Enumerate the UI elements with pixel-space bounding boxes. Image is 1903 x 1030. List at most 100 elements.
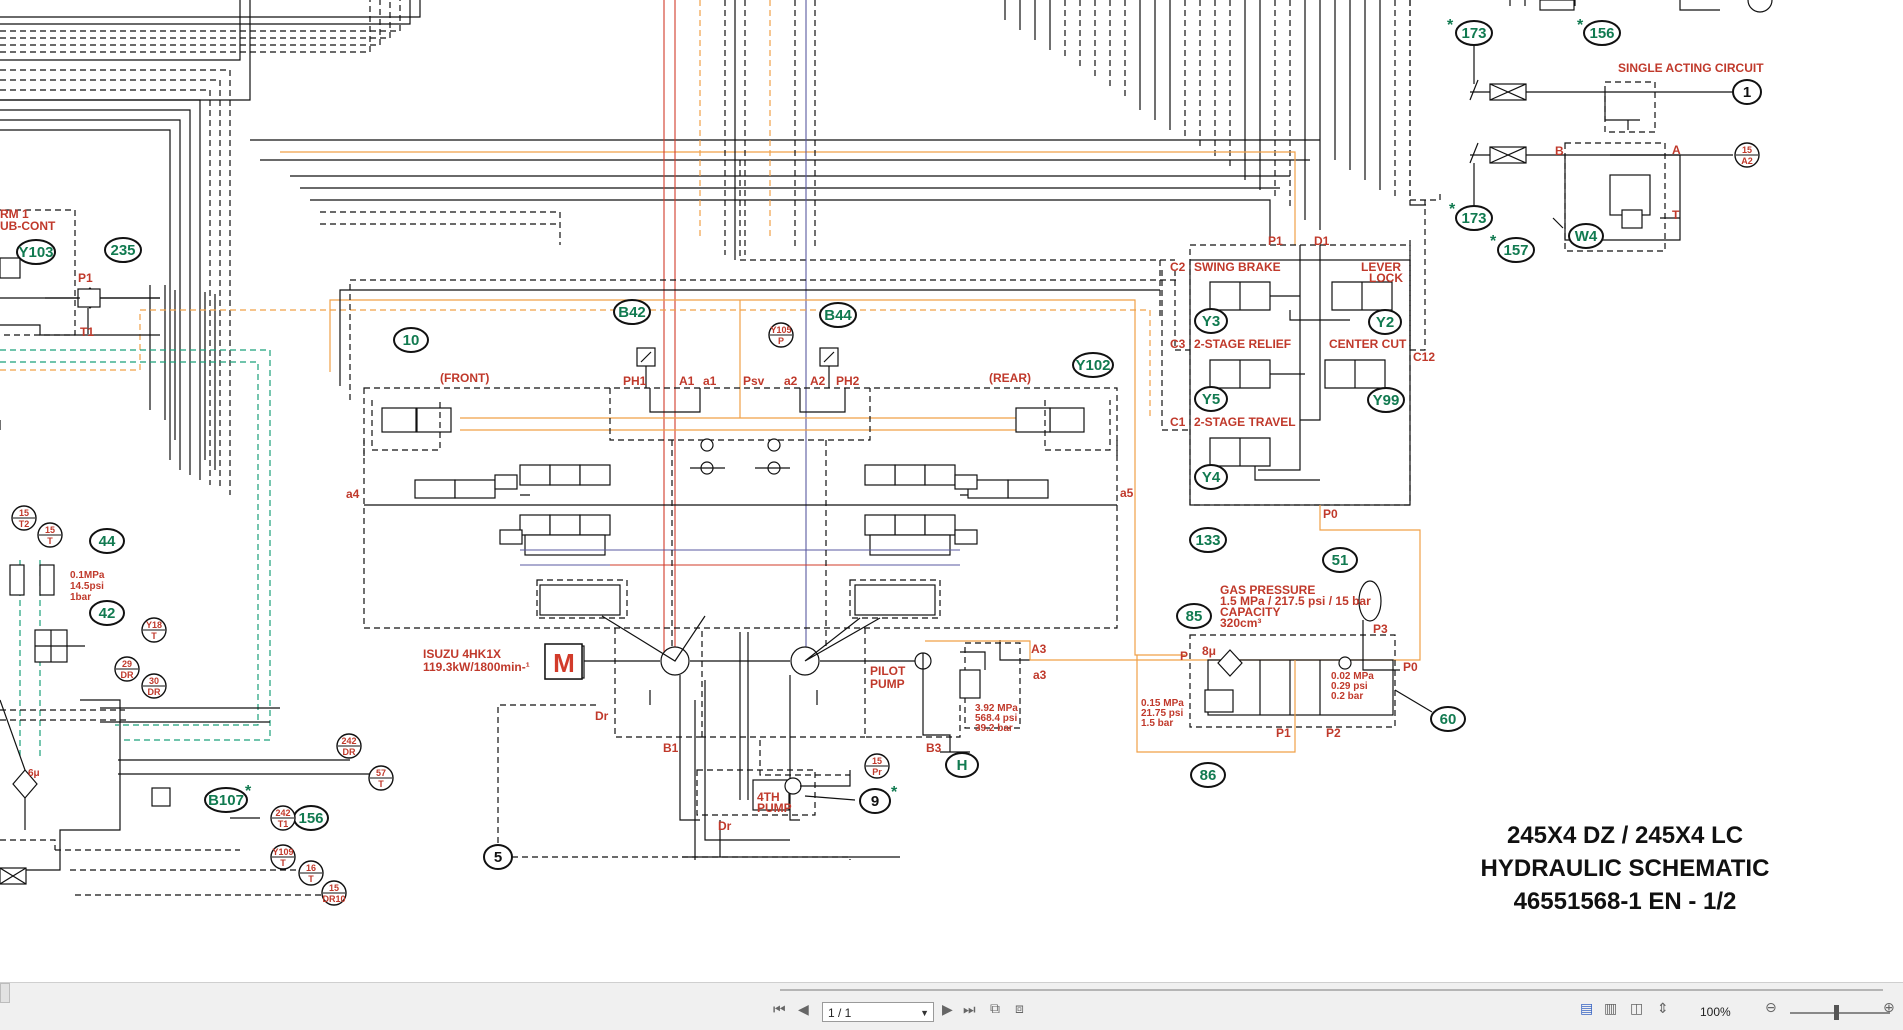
reference-bubble-bY99: Y99 [1368,388,1404,412]
last-page-icon[interactable]: ⏭ [963,1002,976,1018]
label-l-t1: T1 [80,325,94,339]
label-l-pilot: PILOT [870,664,906,678]
reference-top: 15 [1742,145,1752,155]
reference-bubble-b60: 60 [1431,707,1465,731]
label-l-a1s: a1 [703,374,717,388]
bubble-label: 42 [99,605,116,622]
reference-top: 15 [19,508,29,518]
reference-top: 242 [341,736,356,746]
prev-page-icon[interactable]: ◀ [798,1002,809,1018]
label-l-single: SINGLE ACTING CIRCUIT [1618,61,1764,75]
bubble-label: Y5 [1202,391,1220,408]
line-reference-r15A2: 15A2 [1735,143,1759,167]
reference-bottom: P [778,336,784,346]
zoom-slider[interactable] [1790,1012,1890,1014]
reference-bubble-b51: 51 [1323,548,1357,572]
engine-motor-label: M [553,648,575,678]
label-l-c2: C2 [1170,260,1186,274]
reference-bubble-bY3: Y3 [1195,309,1227,333]
zoom-in-icon[interactable]: ⊕ [1883,1000,1895,1016]
pressure-sensors [637,348,838,388]
label-l-t: T [1672,208,1680,222]
label-l-2relief: 2-STAGE RELIEF [1194,337,1291,351]
reference-top: 242 [275,808,290,818]
label-l-c1: C1 [1170,415,1186,429]
label-l-p2: P2 [1326,726,1341,740]
scroll-icon[interactable]: ⇕ [1657,1001,1669,1017]
label-l-p1b: P1 [1276,726,1291,740]
label-l-dr1: Dr [595,709,609,723]
reference-top: 29 [122,659,132,669]
bubble-label: Y4 [1202,469,1221,486]
reference-bubble-b44: 44 [90,529,124,553]
line-reference-rY18T: Y18T [142,618,166,642]
bubble-label: Y3 [1202,313,1220,330]
reference-bubble-b86: 86 [1191,763,1225,787]
horizontal-scroll-left[interactable] [0,983,10,1003]
bubble-label: B44 [824,307,852,324]
title-line-3: 46551568-1 EN - 1/2 [1514,888,1737,915]
label-l-p: P [1180,649,1188,663]
label-l-psv: Psv [743,374,765,388]
reference-bubble-bY102: Y102 [1073,353,1113,377]
label-l-d1: D1 [1314,234,1330,248]
label-l-a2: A2 [810,374,826,388]
reference-top: 57 [376,768,386,778]
pressure-labels: 0.1MPa14.5psi1bar3.92 MPa568.4 psi39.2 b… [28,570,1374,779]
label-l-front: (FRONT) [440,371,489,385]
pressure-s-15bar: 1.5 bar [1141,718,1173,729]
label-l-p1t: P1 [78,271,93,285]
reference-bubble-b85: 85 [1177,604,1211,628]
reference-bottom: T1 [278,819,289,829]
fit-icon[interactable]: ⧈ [1015,1001,1024,1017]
component-labels: (FRONT)(REAR)PH1A1a1Psva2A2PH2a4a5ISUZU … [0,61,1764,833]
line-reference-rY105P: Y105P [769,323,793,347]
chevron-down-icon[interactable]: ▼ [920,1003,929,1023]
spread-icon[interactable]: ◫ [1630,1001,1643,1017]
reference-bubble-b235: 235 [105,238,141,262]
label-l-2travel: 2-STAGE TRAVEL [1194,415,1296,429]
horizontal-scrollbar[interactable] [780,989,1883,991]
label-l-subc: UB-CONT [0,219,56,233]
label-l-a3s: a3 [1033,668,1047,682]
first-page-icon[interactable]: ⏮ [773,1002,786,1018]
bubble-label: B42 [618,304,646,321]
zoom-out-icon[interactable]: ⊖ [1765,1000,1777,1016]
bubble-label: 235 [110,242,135,259]
line-reference-r16T: 16T [299,861,323,885]
reference-bubble-b5: 5 [484,845,512,869]
line-reference-r57T: 57T [369,766,393,790]
line-reference-r242DR: 242DR [337,734,361,758]
page-number-value: 1 / 1 [828,1006,851,1020]
pressure-s-01mpa: 0.1MPa [70,570,105,581]
bubble-label: B107 [208,792,244,809]
label-l-b1: B1 [663,741,679,755]
label-l-dr2: Dr [718,819,732,833]
reference-bubble-b157: 157 [1498,238,1534,262]
copy-icon[interactable]: ⧉ [990,1001,1000,1017]
label-l-a2s: a2 [784,374,798,388]
reference-bubble-bY103: Y103 [17,240,55,264]
zoom-slider-handle[interactable] [1834,1005,1839,1020]
reference-bubble-b10: 10 [394,328,428,352]
pressure-s-1bar: 1bar [70,592,91,603]
two-page-icon[interactable]: ▥ [1604,1001,1617,1017]
bubble-label: 86 [1200,767,1217,784]
line-reference-r242T1: 242T1 [271,806,295,830]
pressure-s-02bar: 0.2 bar [1331,691,1363,702]
reference-bottom: T [378,779,384,789]
bubble-label: 156 [1589,25,1614,42]
next-page-icon[interactable]: ▶ [942,1002,953,1018]
reference-bubble-bW4: W4 [1569,224,1603,248]
zoom-level[interactable]: 100% [1700,1002,1731,1022]
reference-bubble-b9: 9 [860,789,890,813]
title-line-1: 245X4 DZ / 245X4 LC [1507,822,1743,849]
reference-bottom: A2 [1741,156,1753,166]
reference-bubble-b133: 133 [1190,528,1226,552]
bubble-label: 173 [1461,210,1486,227]
document-viewport[interactable]: M 10B42B44Y102Y1032354442B1071565H913385… [0,0,1903,982]
bubble-label: 9 [871,793,879,810]
reference-bubble-b1: 1 [1733,80,1761,104]
page-number-input[interactable]: 1 / 1 ▼ [822,1002,934,1022]
single-page-icon[interactable]: ▤ [1580,1001,1593,1017]
